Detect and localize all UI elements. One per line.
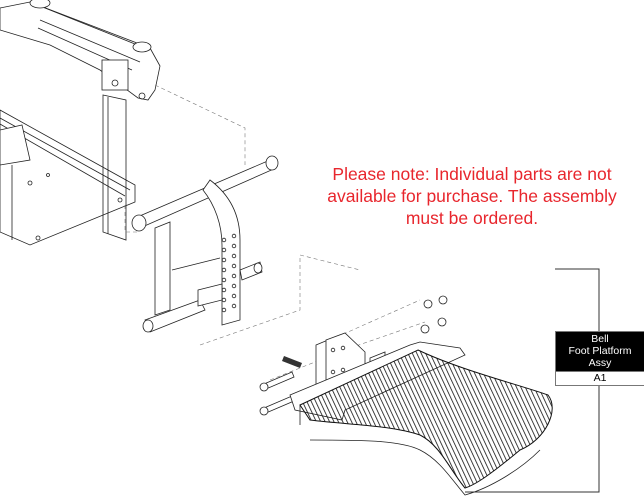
callout-part-name: Foot Platform Assy (568, 345, 632, 369)
callout-header: Bell Foot Platform Assy (556, 332, 644, 371)
wheelchair-frame (0, 0, 161, 246)
note-line-1: Please note: Individual parts are not (332, 164, 612, 184)
threaded-stud (282, 356, 302, 368)
frame-socket (132, 41, 152, 53)
foot-platform (289, 341, 553, 496)
callout-leader (465, 268, 600, 493)
hanger-arm (202, 179, 241, 326)
purchase-note: Please note: Individual parts are not av… (300, 163, 644, 229)
callout-brand: Bell (591, 333, 609, 345)
adjustment-holes (221, 233, 237, 313)
bolt (263, 371, 295, 390)
callout-reference: A1 (556, 371, 644, 385)
washer (423, 299, 433, 309)
seat-pan (0, 109, 136, 246)
nut (437, 317, 447, 327)
part-callout-label[interactable]: Bell Foot Platform Assy A1 (555, 331, 644, 386)
note-line-3: must be ordered. (405, 208, 539, 228)
nut (438, 295, 448, 305)
hanger-bracket (131, 155, 279, 333)
washer (420, 324, 430, 334)
frame-upright (102, 94, 127, 241)
bolt (263, 395, 295, 414)
cross-tube (134, 159, 277, 229)
hardware (259, 295, 448, 416)
note-line-2: available for purchase. The assembly (327, 186, 617, 206)
